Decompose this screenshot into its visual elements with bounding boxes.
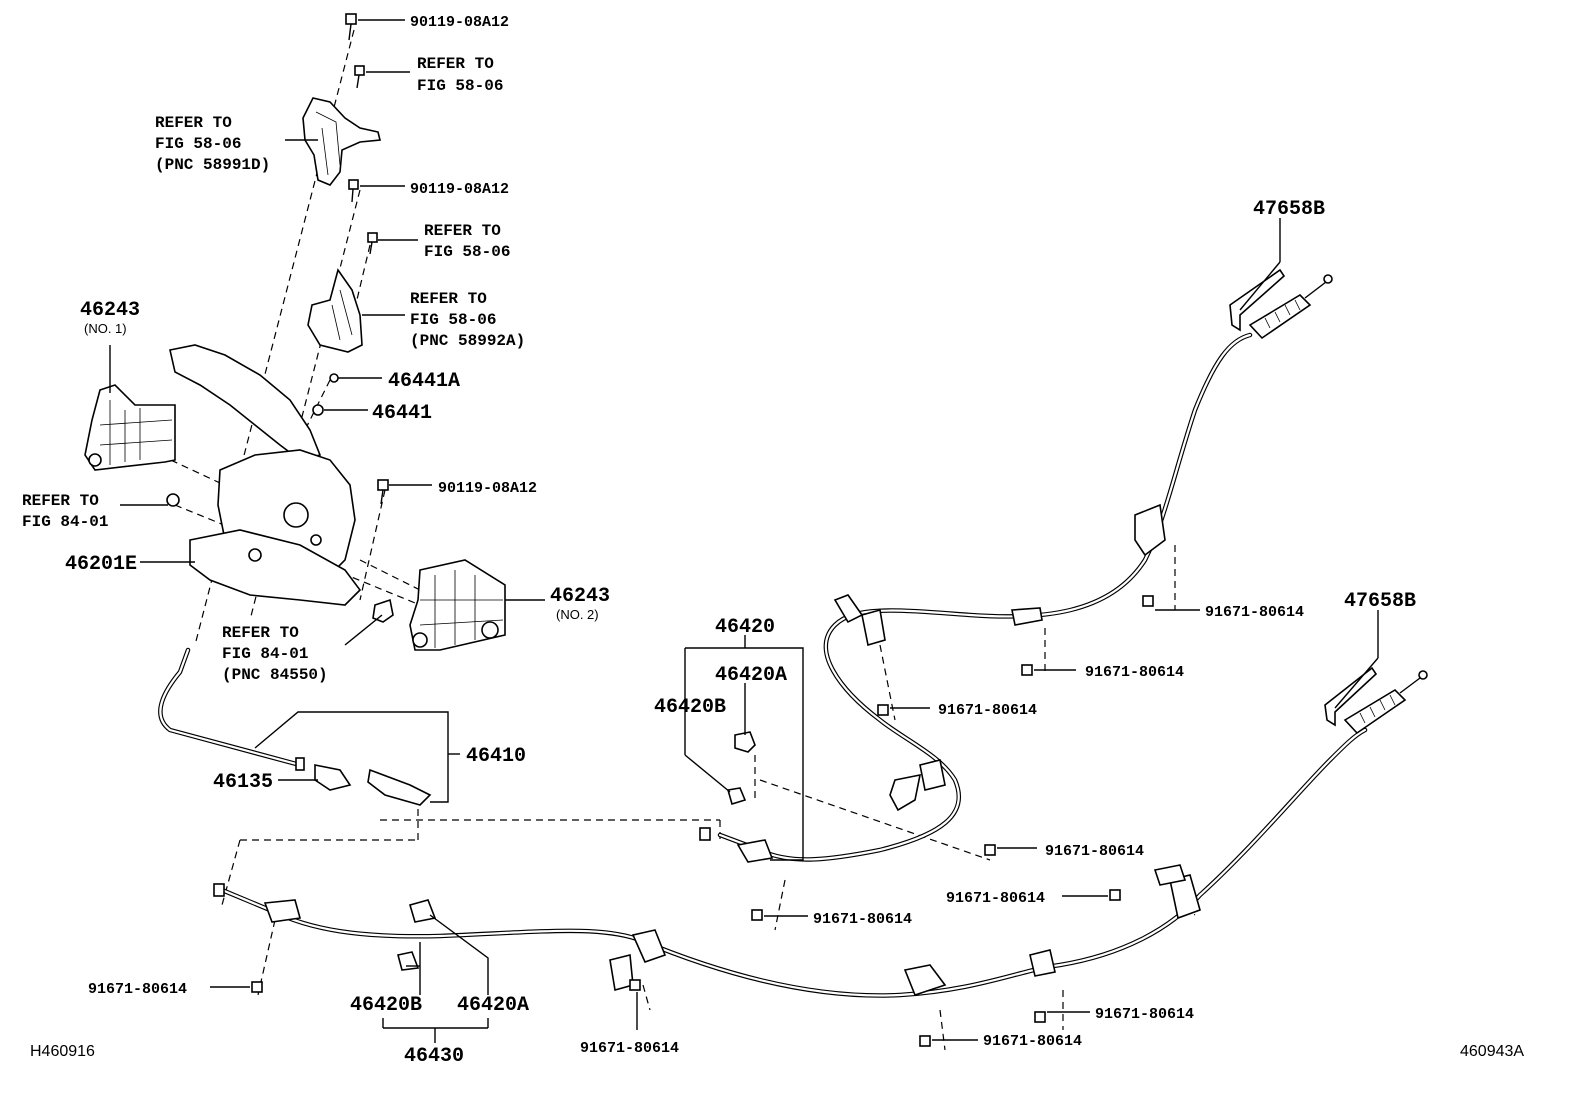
label-refer-br-2: FIG 58-06 (410, 311, 496, 329)
label-91671-a: 91671-80614 (1205, 604, 1304, 621)
label-46420a-top: 46420A (715, 664, 787, 687)
label-refer-br-3: (PNC 58992A) (410, 332, 525, 350)
label-46420: 46420 (715, 616, 775, 639)
label-refer-left-2: FIG 58-06 (155, 135, 241, 153)
label-46243-no1: 46243 (80, 299, 140, 322)
label-91671-c: 91671-80614 (938, 702, 1037, 719)
label-46420a-bottom: 46420A (457, 994, 529, 1017)
label-refer-84b-2: FIG 84-01 (222, 645, 308, 663)
upper-bracket (302, 97, 382, 186)
label-46243-no1-sub: (NO. 1) (84, 321, 127, 336)
bolts-91671 (251, 595, 1154, 1047)
fasteners (166, 13, 394, 623)
label-46243-no2-sub: (NO. 2) (556, 607, 599, 622)
label-46441: 46441 (372, 402, 432, 425)
label-46420b-bottom: 46420B (350, 994, 422, 1017)
corner-code-left: H460916 (30, 1043, 95, 1060)
label-91671-g: 91671-80614 (88, 981, 187, 998)
label-refer-mid-1: REFER TO (424, 222, 501, 240)
labels: 90119-08A12 REFER TO FIG 58-06 REFER TO … (22, 14, 1524, 1068)
label-refer-84-1: REFER TO (22, 492, 99, 510)
label-refer-mid-2: FIG 58-06 (424, 243, 510, 261)
middle-bracket (307, 268, 363, 353)
label-refer-top-right-1: REFER TO (417, 55, 494, 73)
label-bolt-top: 90119-08A12 (410, 14, 509, 31)
label-bolt-lower: 90119-08A12 (438, 480, 537, 497)
front-cable-46410 (158, 647, 432, 806)
label-91671-j: 91671-80614 (983, 1033, 1082, 1050)
rear-cable-right (699, 268, 1333, 863)
label-refer-top-right-2: FIG 58-06 (417, 77, 503, 95)
label-47658b-top: 47658B (1253, 198, 1325, 221)
label-46441a: 46441A (388, 370, 460, 393)
label-refer-br-1: REFER TO (410, 290, 487, 308)
label-46430: 46430 (404, 1045, 464, 1068)
label-91671-f: 91671-80614 (813, 911, 912, 928)
label-46410: 46410 (466, 745, 526, 768)
label-47658b-bottom: 47658B (1344, 590, 1416, 613)
label-46201e: 46201E (65, 553, 137, 576)
label-46420b-top: 46420B (654, 696, 726, 719)
label-91671-h: 91671-80614 (580, 1040, 679, 1057)
clips (397, 731, 756, 971)
leader-lines (109, 19, 1379, 1043)
label-refer-left-1: REFER TO (155, 114, 232, 132)
label-refer-84b-3: (PNC 84550) (222, 666, 328, 684)
label-91671-d: 91671-80614 (1045, 843, 1144, 860)
rear-cable-left (213, 666, 1428, 998)
label-46243-no2: 46243 (550, 585, 610, 608)
corner-code-right: 460943A (1460, 1043, 1524, 1060)
label-refer-84-2: FIG 84-01 (22, 513, 108, 531)
label-refer-84b-1: REFER TO (222, 624, 299, 642)
label-refer-left-3: (PNC 58991D) (155, 156, 270, 174)
label-bolt-mid: 90119-08A12 (410, 181, 509, 198)
parking-brake-lever (169, 344, 362, 606)
cover-no2 (409, 559, 506, 651)
label-91671-e: 91671-80614 (946, 890, 1045, 907)
cover-no1 (84, 384, 176, 471)
label-46135: 46135 (213, 771, 273, 794)
label-91671-i: 91671-80614 (1095, 1006, 1194, 1023)
label-91671-b: 91671-80614 (1085, 664, 1184, 681)
